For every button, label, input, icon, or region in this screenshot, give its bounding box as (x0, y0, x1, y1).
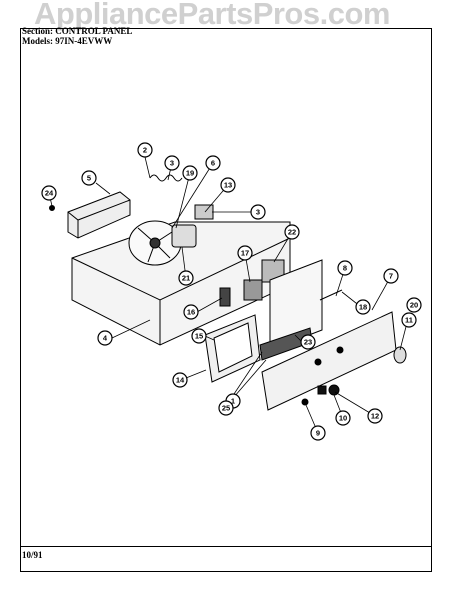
callout-24: 24 (41, 185, 57, 201)
screw (301, 398, 309, 406)
knob-end (393, 346, 407, 364)
section-label: Section: (22, 26, 53, 36)
callout-9: 9 (310, 425, 326, 441)
callout-10: 10 (335, 410, 351, 426)
callout-13-label: 13 (224, 181, 232, 190)
callout-3-top: 3 (164, 155, 180, 171)
models-label: Models: (22, 36, 53, 46)
callout-18: 18 (355, 299, 371, 315)
callout-21-label: 21 (182, 274, 190, 283)
callout-25-label: 25 (222, 404, 230, 413)
callout-1-label: 1 (231, 397, 235, 406)
callout-7-label: 7 (389, 272, 393, 281)
screw-long (319, 289, 343, 301)
callout-13: 13 (220, 177, 236, 193)
fan-assembly (128, 220, 182, 266)
callout-2-label: 2 (143, 146, 147, 155)
callout-4-label: 4 (103, 334, 108, 343)
callout-3-right: 3 (250, 204, 266, 220)
callout-3-top-label: 3 (170, 159, 174, 168)
callout-7: 7 (383, 268, 399, 284)
callout-2: 2 (137, 142, 153, 158)
callout-11-label: 11 (405, 316, 413, 325)
callout-9-label: 9 (316, 429, 320, 438)
callout-12: 12 (367, 408, 383, 424)
callout-14: 14 (172, 372, 188, 388)
control-bracket (269, 259, 323, 351)
diagram-frame (20, 28, 432, 572)
callout-6: 6 (205, 155, 221, 171)
models-value: 97IN-4EVWW (55, 36, 113, 46)
clip-part (219, 287, 231, 307)
callout-12-label: 12 (371, 412, 379, 421)
models-line: Models: 97IN-4EVWW (22, 36, 112, 46)
small-screw (49, 205, 55, 211)
switch (194, 204, 214, 220)
callout-3-right-label: 3 (256, 208, 260, 217)
callout-16-label: 16 (187, 308, 195, 317)
callout-20-label: 20 (410, 301, 418, 310)
callout-22: 22 (284, 224, 300, 240)
spring (149, 174, 183, 182)
callout-17-label: 17 (241, 249, 249, 258)
section-value: CONTROL PANEL (55, 26, 133, 36)
callout-19: 19 (182, 165, 198, 181)
callout-23: 23 (300, 334, 316, 350)
callout-10-label: 10 (339, 414, 347, 423)
callout-14-label: 14 (176, 376, 185, 385)
display-window (204, 314, 261, 383)
footer-date: 10/91 (22, 550, 43, 560)
callout-6-label: 6 (211, 159, 215, 168)
watermark: AppliancePartsPros.com (34, 0, 390, 31)
callout-15: 15 (191, 328, 207, 344)
callout-17: 17 (237, 245, 253, 261)
callout-23-label: 23 (304, 338, 312, 347)
callout-4: 4 (97, 330, 113, 346)
callout-24-label: 24 (45, 189, 54, 198)
callout-25: 25 (218, 400, 234, 416)
callout-18-label: 18 (359, 303, 367, 312)
callout-21: 21 (178, 270, 194, 286)
knob-small (317, 385, 327, 395)
callout-15-label: 15 (195, 332, 203, 341)
motor (171, 224, 197, 248)
callout-20: 20 (406, 297, 422, 313)
callout-8-label: 8 (343, 264, 347, 273)
section-line: Section: CONTROL PANEL (22, 26, 132, 36)
callout-5: 5 (81, 170, 97, 186)
relay-unit (243, 279, 263, 301)
callout-11: 11 (401, 312, 417, 328)
callout-22-label: 22 (288, 228, 296, 237)
parts-drawing (49, 174, 407, 411)
callout-19-label: 19 (186, 169, 194, 178)
callout-5-label: 5 (87, 174, 91, 183)
footer-rule (20, 546, 432, 547)
duct-part (67, 191, 131, 239)
callout-8: 8 (337, 260, 353, 276)
callout-16: 16 (183, 304, 199, 320)
